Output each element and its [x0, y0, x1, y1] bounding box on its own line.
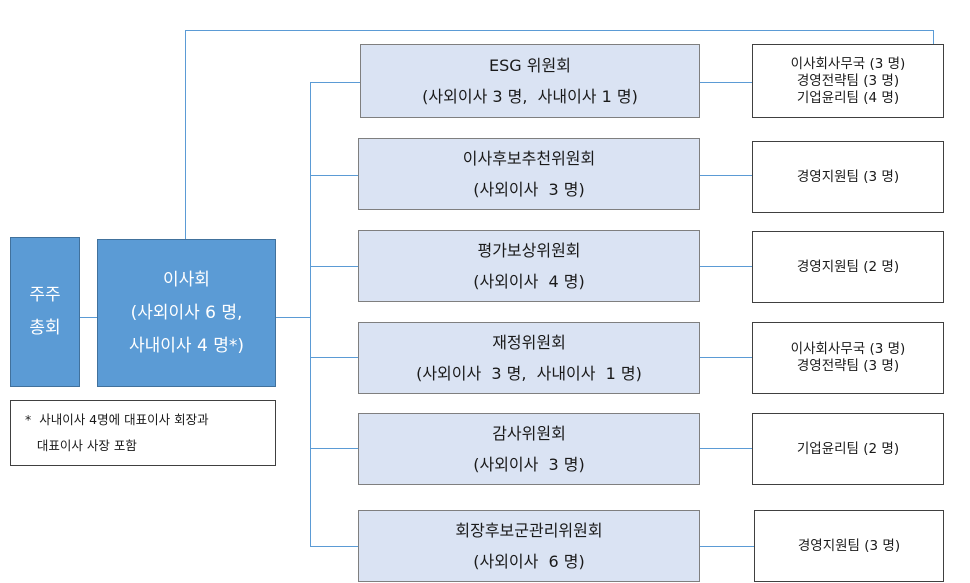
- committee-members: (사외이사 4 명): [473, 272, 585, 291]
- support-team: 이사회사무국 (3 명): [790, 341, 906, 357]
- committee-members: (사외이사 3 명, 사내이사 1 명): [416, 364, 642, 383]
- committee-audit: 감사위원회 (사외이사 3 명): [358, 413, 700, 485]
- support-team: 경영지원팀 (3 명): [797, 537, 901, 554]
- committee-name: ESG 위원회: [489, 56, 571, 75]
- connector-line: [700, 266, 753, 267]
- support-team-box: 이사회사무국 (3 명) 경영전략팀 (3 명) 기업윤리팀 (4 명): [752, 44, 944, 118]
- connector-line: [700, 82, 753, 83]
- support-team: 기업윤리팀 (2 명): [796, 440, 900, 457]
- support-team-box: 이사회사무국 (3 명) 경영전략팀 (3 명): [752, 322, 944, 394]
- connector-line: [310, 82, 311, 547]
- shareholders-line-2: 총회: [29, 318, 61, 338]
- connector-line: [79, 317, 98, 318]
- support-team: 경영전략팀 (3 명): [796, 72, 900, 89]
- connector-line: [275, 317, 311, 318]
- support-team-box: 기업윤리팀 (2 명): [752, 413, 944, 485]
- committee-ceo-candidate-management: 회장후보군관리위원회 (사외이사 6 명): [358, 510, 700, 582]
- committee-finance: 재정위원회 (사외이사 3 명, 사내이사 1 명): [358, 322, 700, 394]
- committee-name: 재정위원회: [492, 333, 566, 352]
- committee-name: 회장후보군관리위원회: [455, 521, 603, 540]
- support-team: 경영전략팀 (3 명): [796, 358, 900, 374]
- connector-line: [310, 82, 360, 83]
- support-team: 기업윤리팀 (4 명): [796, 89, 900, 106]
- shareholders-line-1: 주주: [29, 285, 61, 305]
- committee-members: (사외이사 3 명): [473, 180, 585, 199]
- connector-line: [185, 30, 934, 31]
- committee-evaluation-compensation: 평가보상위원회 (사외이사 4 명): [358, 230, 700, 302]
- connector-line: [310, 546, 360, 547]
- board-title: 이사회: [163, 269, 210, 290]
- support-team-box: 경영지원팀 (3 명): [754, 510, 944, 582]
- committee-name: 평가보상위원회: [477, 241, 581, 260]
- board-footnote: * 사내이사 4명에 대표이사 회장과 대표이사 사장 포함: [10, 400, 276, 466]
- committee-name: 감사위원회: [492, 424, 566, 443]
- support-team: 경영지원팀 (3 명): [796, 168, 900, 185]
- support-team: 경영지원팀 (2 명): [796, 258, 900, 275]
- footnote-line-1: * 사내이사 4명에 대표이사 회장과: [25, 412, 209, 427]
- connector-line: [185, 30, 186, 239]
- committee-members: (사외이사 3 명, 사내이사 1 명): [422, 87, 638, 106]
- connector-line: [700, 357, 753, 358]
- shareholders-meeting-box: 주주 총회: [10, 237, 80, 387]
- board-box: 이사회 (사외이사 6 명, 사내이사 4 명*): [97, 239, 276, 387]
- connector-line: [310, 357, 360, 358]
- connector-line: [700, 175, 753, 176]
- support-team-box: 경영지원팀 (2 명): [752, 231, 944, 303]
- committee-esg: ESG 위원회 (사외이사 3 명, 사내이사 1 명): [360, 44, 700, 118]
- committee-members: (사외이사 6 명): [473, 552, 585, 571]
- connector-line: [310, 266, 360, 267]
- support-team: 이사회사무국 (3 명): [790, 55, 906, 72]
- board-line-3: 사내이사 4 명*): [129, 335, 244, 356]
- committee-director-nomination: 이사후보추천위원회 (사외이사 3 명): [358, 138, 700, 210]
- connector-line: [310, 175, 360, 176]
- connector-line: [700, 546, 755, 547]
- connector-line: [700, 448, 753, 449]
- footnote-line-2: 대표이사 사장 포함: [25, 438, 137, 453]
- connector-line: [933, 30, 934, 45]
- committee-members: (사외이사 3 명): [473, 455, 585, 474]
- connector-line: [310, 448, 360, 449]
- support-team-box: 경영지원팀 (3 명): [752, 141, 944, 213]
- committee-name: 이사후보추천위원회: [462, 149, 596, 168]
- board-line-2: (사외이사 6 명,: [130, 302, 243, 323]
